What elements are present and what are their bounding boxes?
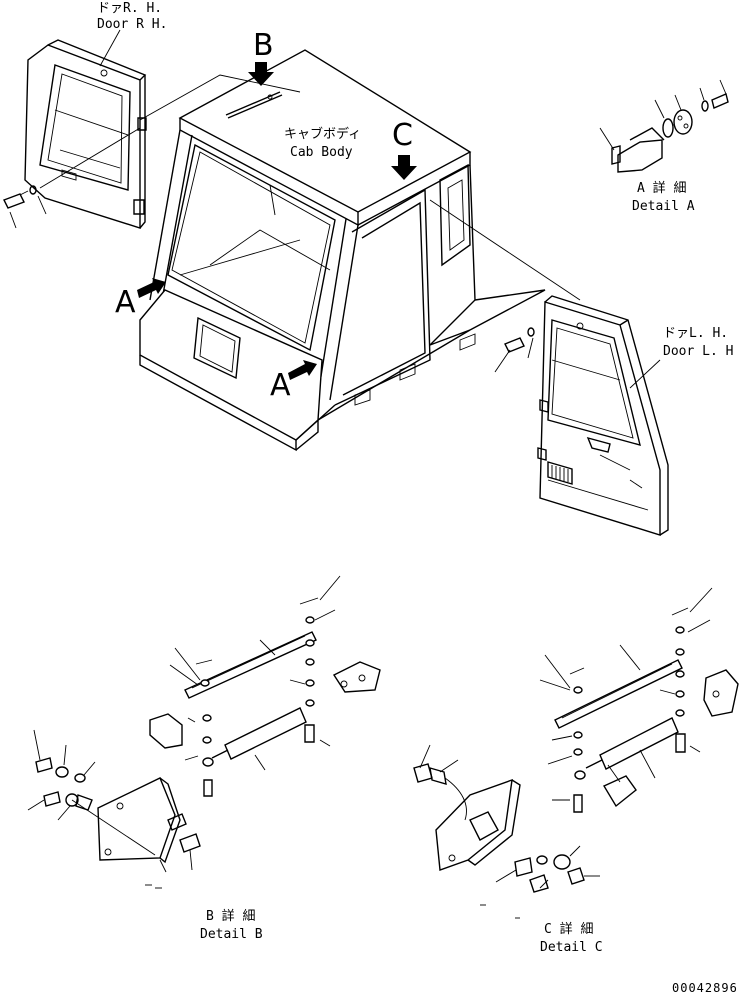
door-rh-hinge-leader [139,74,301,121]
callout-arrow-a2 [288,360,317,380]
detail-c-label-en: Detail C [540,940,603,955]
detail-c-label-jp: C 詳 細 [544,921,593,937]
door-rh-label-jp: ドァR. H. [97,1,162,16]
door-lh [537,295,669,536]
detail-c-assembly [413,587,739,919]
detail-a-label-en: Detail A [632,199,695,214]
door-lh-leader [629,359,661,389]
cab-body [139,49,581,452]
callout-arrow-a1 [137,278,166,298]
cab-body-label-en: Cab Body [290,145,353,160]
door-lh-bolt [494,327,535,373]
drawing-number: 00042896 [672,981,738,995]
callout-arrow-c [391,155,417,180]
detail-a-assembly [599,79,729,173]
door-rh-leader [99,29,121,67]
detail-b-assembly [27,575,381,889]
detail-a-label-jp: A 詳 細 [637,180,686,196]
detail-b-label-en: Detail B [200,927,263,942]
callout-c-label: C [392,118,413,153]
door-rh [24,39,147,229]
labels: ドァR. H. Door R H. キャブボディ Cab Body A 詳 細 … [97,1,738,995]
detail-b-label-jp: B 詳 細 [206,908,255,924]
door-lh-label-jp: ドァL. H. [663,326,728,341]
callout-arrow-b [248,62,274,86]
callout-a1-label: A [115,285,136,320]
door-rh-label-en: Door R H. [97,17,167,32]
door-lh-label-en: Door L. H [663,344,733,359]
cab-body-label-jp: キャブボディ [284,126,361,142]
roof-rod [225,91,283,119]
door-rh-bolt [3,127,141,229]
callout-b-label: B [253,28,274,63]
callout-a2-label: A [270,368,291,403]
